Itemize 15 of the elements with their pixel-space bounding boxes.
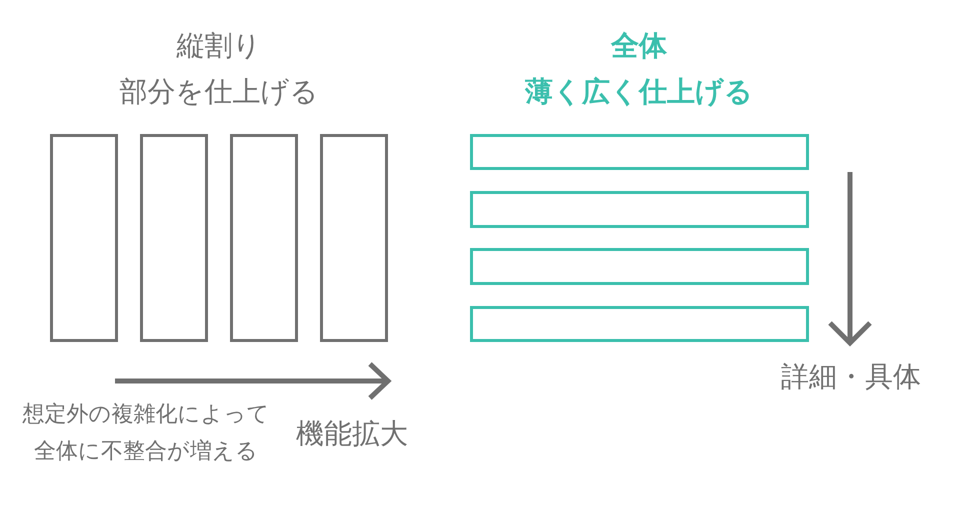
horizontal-panel (470, 191, 809, 228)
horizontal-panel (470, 306, 809, 342)
horizontal-panel (470, 248, 809, 285)
vertical-panel (230, 134, 298, 342)
subheading-text: 部分を仕上げる (118, 74, 320, 110)
heading-text: 全体 (610, 28, 668, 64)
subheading-text: 薄く広く仕上げる (524, 74, 754, 110)
heading-text: 縦割り (176, 28, 262, 64)
horizontal-panel (470, 134, 809, 170)
vertical-panel (140, 134, 208, 342)
vertical-panel (320, 134, 388, 342)
note-text: 想定外の複雑化によって全体に不整合が増える (22, 401, 270, 466)
axis-caption: 詳細・具体 (780, 359, 922, 395)
axis-caption: 機能拡大 (295, 416, 409, 452)
vertical-panel (50, 134, 118, 342)
